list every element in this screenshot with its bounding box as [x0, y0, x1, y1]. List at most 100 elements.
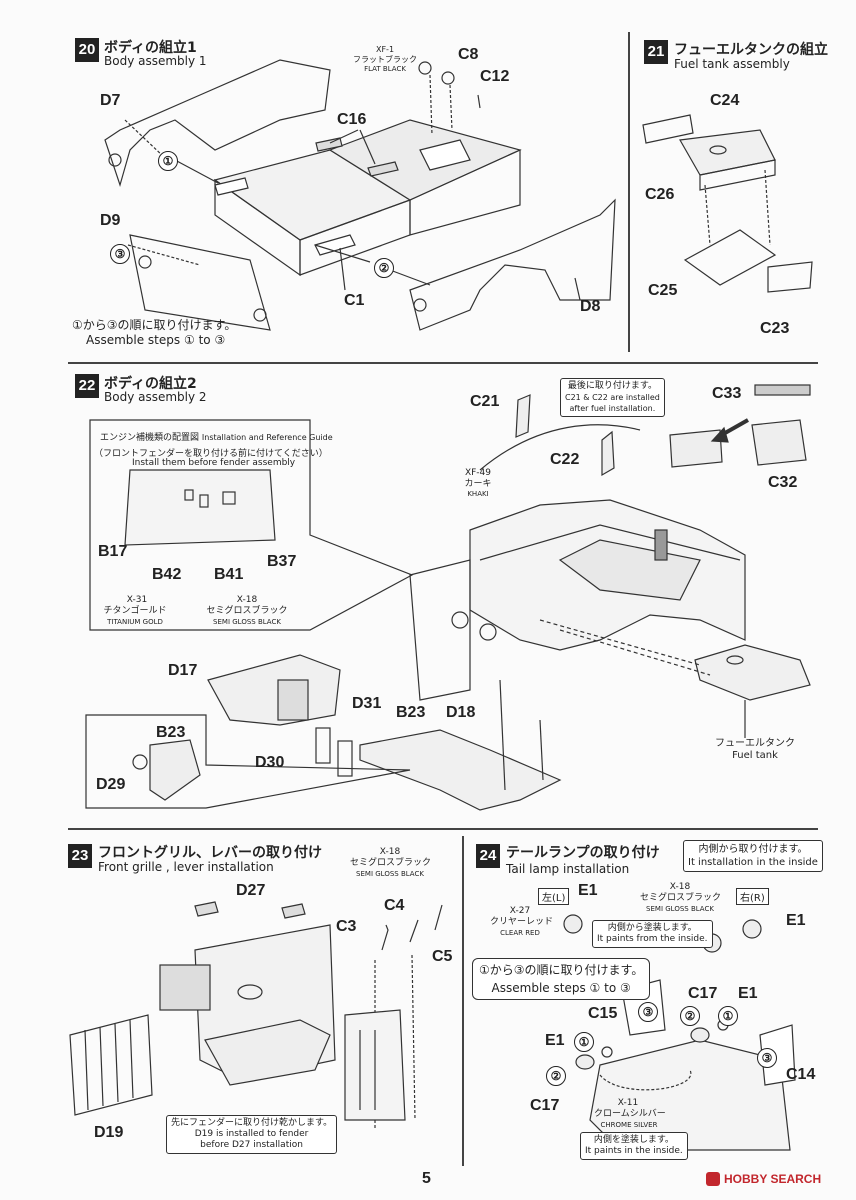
fuel-tank-label-jp: フューエルタンク	[715, 738, 795, 749]
paint-name-xf1-en: FLAT BLACK	[364, 65, 406, 73]
s24-marker-3a: ③	[638, 1002, 658, 1022]
install-last-en1: C21 & C22 are installed	[565, 393, 660, 402]
paint-x27-jp: クリヤーレッド	[490, 917, 554, 927]
part-label-c3: C3	[336, 918, 357, 935]
step-20-title-en: Body assembly 1	[104, 54, 207, 68]
fuel-tank-label-en: Fuel tank	[732, 750, 778, 761]
step-24-title-en: Tail lamp installation	[506, 862, 630, 876]
paint-x18-code-s24: X-18	[669, 882, 691, 892]
step-marker-1: ①	[158, 151, 178, 171]
part-label-c1: C1	[344, 292, 365, 309]
note24-from: ①	[589, 981, 601, 995]
part-label-d18: D18	[446, 704, 476, 721]
page-number: 5	[422, 1170, 431, 1187]
step-22-title-en: Body assembly 2	[104, 390, 207, 404]
paint-name-xf1-jp: フラットブラック	[353, 55, 417, 64]
part-label-c17-left: C17	[530, 1097, 560, 1114]
note-en-from: ①	[183, 333, 195, 347]
paint-x11-en: CHROME SILVER	[600, 1121, 658, 1129]
s24-marker-3b: ③	[757, 1048, 777, 1068]
part-label-b23: B23	[396, 704, 426, 721]
paint-xf49-jp: カーキ	[464, 479, 492, 489]
paint-x18-en: SEMI GLOSS BLACK	[213, 618, 281, 626]
part-label-e1-left: E1	[578, 882, 598, 899]
s24-marker-2b: ②	[546, 1066, 566, 1086]
note24-prefix: Assemble steps	[491, 981, 586, 995]
install-last-note: 最後に取り付けます。 C21 & C22 are installed after…	[560, 378, 665, 417]
fuel-tank-drawing	[642, 114, 813, 293]
part-label-c22: C22	[550, 451, 580, 468]
step-number-20: 20	[75, 38, 99, 62]
note-en-to-word: to	[198, 333, 211, 347]
right-side-label: 右(R)	[736, 888, 769, 905]
part-label-c5: C5	[432, 948, 453, 965]
divider-top-vertical	[628, 32, 630, 352]
step-23-note: 先にフェンダーに取り付け乾かします。 D19 is installed to f…	[166, 1115, 338, 1154]
part-label-c24: C24	[710, 92, 740, 109]
note24-to: ③	[620, 981, 631, 995]
inside-install-jp: 内側から取り付けます。	[698, 844, 808, 855]
part-label-c4: C4	[384, 897, 405, 914]
part-label-b41: B41	[214, 566, 244, 583]
step-number-22: 22	[75, 374, 99, 398]
paint-inner-jp: 内側を塗装します。	[593, 1135, 674, 1145]
part-label-c25: C25	[648, 282, 678, 299]
guide-title: エンジン補機類の配置図 Installation and Reference G…	[100, 430, 333, 443]
part-label-d30: D30	[255, 754, 285, 771]
paint-x18-en-s23: SEMI GLOSS BLACK	[356, 870, 424, 878]
part-label-b37: B37	[267, 553, 297, 570]
step-24-note-jp: ①から③の順に取り付けます。	[479, 963, 644, 977]
paint-x27-en: CLEAR RED	[500, 929, 540, 937]
s24-marker-1b: ①	[574, 1032, 594, 1052]
paint-x18-code: X-18	[236, 595, 258, 605]
part-label-d8: D8	[580, 298, 601, 315]
body-tub-drawing	[104, 59, 616, 331]
part-label-c16: C16	[337, 111, 367, 128]
paint-xf49-code: XF-49	[464, 468, 492, 478]
paint-x11-jp: クロームシルバー	[594, 1109, 666, 1119]
step-marker-2: ②	[374, 258, 394, 278]
part-label-c12: C12	[480, 68, 510, 85]
part-label-b17: B17	[98, 543, 128, 560]
paint-x18-jp-s24: セミグロスブラック	[640, 893, 722, 903]
step-23-title-en: Front grille , lever installation	[98, 860, 274, 874]
watermark-text: HOBBY SEARCH	[724, 1172, 822, 1186]
note-en-prefix: Assemble steps	[86, 333, 181, 347]
paint-code-xf1: XF-1	[375, 45, 395, 54]
divider-top	[68, 362, 818, 364]
step-number-21: 21	[644, 40, 668, 64]
part-label-c23: C23	[760, 320, 790, 337]
part-label-c8: C8	[458, 46, 479, 63]
step-number-23: 23	[68, 844, 92, 868]
paint-x18-jp: セミグロスブラック	[206, 606, 288, 616]
body-assembly2-drawing	[85, 384, 811, 811]
watermark-icon	[706, 1172, 720, 1186]
step-21-title-jp: フューエルタンクの組立	[674, 42, 828, 58]
s24-marker-2a: ②	[680, 1006, 700, 1026]
paint-x31-jp: チタンゴールド	[103, 606, 167, 616]
part-label-e1-right: E1	[786, 912, 806, 929]
paint-inner-en: It paints in the inside.	[585, 1146, 683, 1156]
part-label-c32: C32	[768, 474, 798, 491]
part-label-d7: D7	[100, 92, 121, 109]
step-20-note-jp: ①から③の順に取り付けます。	[72, 318, 237, 332]
step-23-note-en1: D19 is installed to fender	[194, 1129, 309, 1139]
part-label-d31: D31	[352, 695, 382, 712]
paint-x31-code: X-31	[126, 595, 148, 605]
step-20-title-jp: ボディの組立1	[104, 40, 197, 56]
watermark-logo: HOBBY SEARCH	[706, 1172, 821, 1186]
paint-x31-en: TITANIUM GOLD	[107, 618, 163, 626]
part-label-c21: C21	[470, 393, 500, 410]
paint-x18-en-s24: SEMI GLOSS BLACK	[646, 905, 714, 913]
guide-title-en: Installation and Reference Guide	[201, 433, 333, 442]
part-label-d29: D29	[96, 776, 126, 793]
part-label-c15: C15	[588, 1005, 618, 1022]
s24-marker-1a: ①	[718, 1006, 738, 1026]
fuel-tank-label: フューエルタンク Fuel tank	[715, 738, 795, 762]
part-label-d17: D17	[168, 662, 198, 679]
guide-subtitle-en: Install them before fender assembly	[132, 458, 296, 468]
step-24-title-jp: テールランプの取り付け	[506, 845, 660, 861]
inside-install-note: 内側から取り付けます。 It installation in the insid…	[683, 840, 823, 872]
part-label-e1-top: E1	[738, 985, 758, 1002]
paint-inside-jp: 内側から塗装します。	[607, 923, 697, 933]
